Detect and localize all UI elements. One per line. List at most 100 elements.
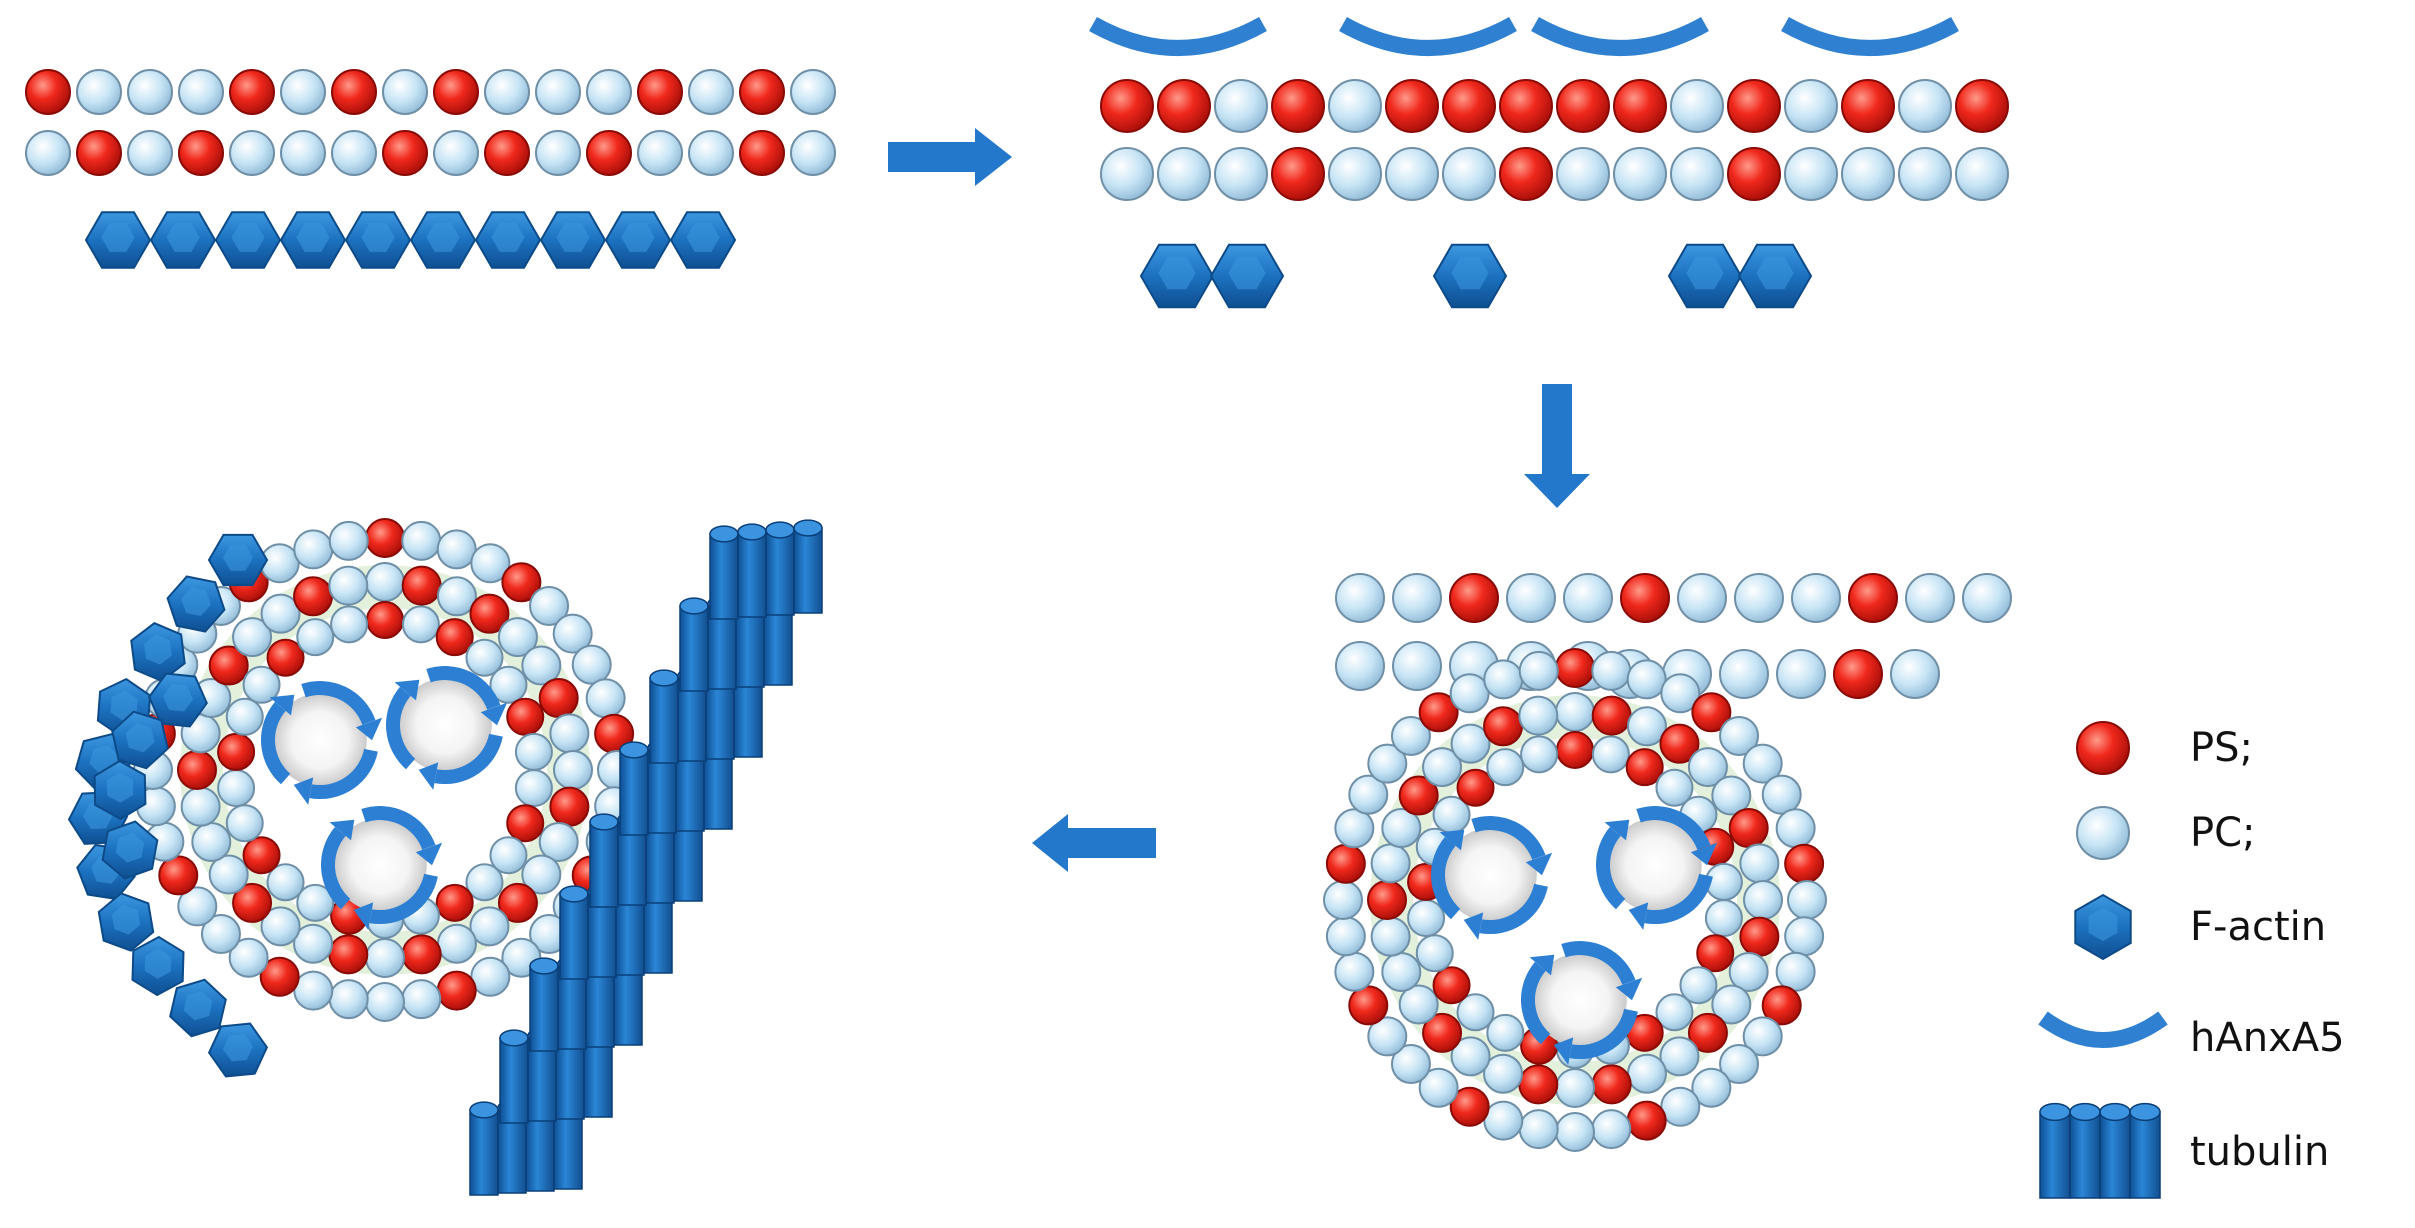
pc-lipid xyxy=(1704,899,1743,938)
ps-lipid xyxy=(1555,648,1595,688)
pc-lipid xyxy=(1483,1053,1524,1094)
ps-lipid xyxy=(25,69,71,115)
annexin-trimer-arc xyxy=(1569,1008,1638,1059)
pore xyxy=(273,693,367,787)
ps-lipid xyxy=(1432,966,1471,1005)
panel-vesicle-transport xyxy=(67,518,823,1196)
pc-lipid xyxy=(1483,1100,1524,1141)
pc-lipid xyxy=(127,69,173,115)
ps-lipid xyxy=(1385,79,1439,133)
annexin-trimer-arc xyxy=(1644,873,1713,924)
ps-lipid xyxy=(739,69,785,115)
pc-lipid xyxy=(1214,79,1268,133)
pc-lipid xyxy=(178,69,224,115)
pc-lipid xyxy=(484,69,530,115)
pore xyxy=(1608,818,1702,912)
f-actin-facet xyxy=(183,991,213,1021)
f-actin-facet xyxy=(1228,256,1266,290)
pc-lipid xyxy=(1407,899,1446,938)
pc-lipid xyxy=(1556,147,1610,201)
f-actin-facet xyxy=(556,223,590,252)
ps-lipid xyxy=(549,786,590,827)
ps-lipid xyxy=(232,882,273,923)
ps-lipid xyxy=(484,130,530,176)
pc-lipid xyxy=(365,562,405,602)
pc-lipid xyxy=(293,529,334,570)
tubulin-body xyxy=(559,893,589,980)
f-actin-facet xyxy=(125,723,155,753)
f-actin-facet xyxy=(115,832,145,863)
annexin-trimer-arc xyxy=(1596,826,1626,910)
legend-label-pc: PC; xyxy=(2190,810,2256,856)
ps-lipid xyxy=(158,855,199,896)
pc-lipid xyxy=(2076,806,2130,860)
ps-lipid xyxy=(586,130,632,176)
ps-lipid xyxy=(637,69,683,115)
annexin-trimer-arc xyxy=(361,806,436,851)
pc-lipid xyxy=(1784,79,1838,133)
ps-lipid xyxy=(1271,147,1325,201)
pc-lipid xyxy=(688,130,734,176)
pc-lipid xyxy=(1398,984,1439,1025)
ps-lipid xyxy=(1728,808,1769,849)
f-actin-facet xyxy=(2088,907,2118,942)
tubulin-top xyxy=(2129,1102,2161,1122)
process-arrows xyxy=(888,128,1590,872)
ps-lipid xyxy=(1955,79,2009,133)
ps-lipid xyxy=(382,130,428,176)
pc-lipid xyxy=(1450,723,1491,764)
f-actin-facet xyxy=(1686,256,1724,290)
ps-lipid xyxy=(1398,775,1439,816)
pc-lipid xyxy=(1381,951,1422,992)
pc-lipid xyxy=(637,130,683,176)
ps-lipid xyxy=(1841,79,1895,133)
pc-lipid xyxy=(470,956,511,997)
pc-lipid xyxy=(225,697,264,736)
tubulin-top xyxy=(765,521,795,539)
panel-intact-membrane xyxy=(25,69,836,269)
ps-lipid xyxy=(1157,79,1211,133)
f-actin-facet xyxy=(686,223,720,252)
f-actin-facet xyxy=(163,683,193,712)
ps-lipid xyxy=(1591,695,1632,736)
ps-lipid xyxy=(739,130,785,176)
legend-label-factin: F-actin xyxy=(2190,904,2326,950)
pc-lipid xyxy=(1328,79,1382,133)
pc-lipid xyxy=(1626,1053,1667,1094)
hanxa5-protein xyxy=(1089,17,1267,56)
ps-lipid xyxy=(1442,79,1496,133)
ps-lipid xyxy=(178,130,224,176)
annexin-trimer-arc xyxy=(301,681,376,726)
pc-lipid xyxy=(1743,880,1783,920)
pc-lipid xyxy=(1518,695,1559,736)
pc-lipid xyxy=(1791,573,1841,623)
legend-label-anx: hAnxA5 xyxy=(2190,1015,2345,1061)
hanxa5-protein xyxy=(1339,17,1517,56)
pc-lipid xyxy=(1905,573,1955,623)
pc-lipid xyxy=(1334,808,1375,849)
tubulin-top xyxy=(619,741,649,759)
pc-lipid xyxy=(790,130,836,176)
pc-lipid xyxy=(489,836,528,875)
ps-lipid xyxy=(1483,706,1524,747)
pc-lipid xyxy=(401,605,440,644)
f-actin-facet xyxy=(111,904,141,935)
pc-lipid xyxy=(208,854,249,895)
f-actin-facet xyxy=(223,1034,253,1062)
tubulin-body xyxy=(679,605,709,692)
pc-lipid xyxy=(1422,747,1463,788)
pc-lipid xyxy=(1660,673,1701,714)
pc-lipid xyxy=(1679,966,1718,1005)
ps-lipid xyxy=(1449,1086,1490,1127)
pc-lipid xyxy=(1677,573,1727,623)
annexin-trimer-arrowhead xyxy=(1529,954,1555,976)
annexin-trimer-arc xyxy=(1479,883,1548,934)
tubulin-body xyxy=(649,677,679,764)
ps-lipid xyxy=(328,934,369,975)
tubulin-body xyxy=(2069,1111,2101,1199)
pc-lipid xyxy=(1719,1044,1760,1085)
pc-lipid xyxy=(296,618,335,657)
pc-lipid xyxy=(242,665,281,704)
pc-lipid xyxy=(1214,147,1268,201)
pc-lipid xyxy=(535,130,581,176)
